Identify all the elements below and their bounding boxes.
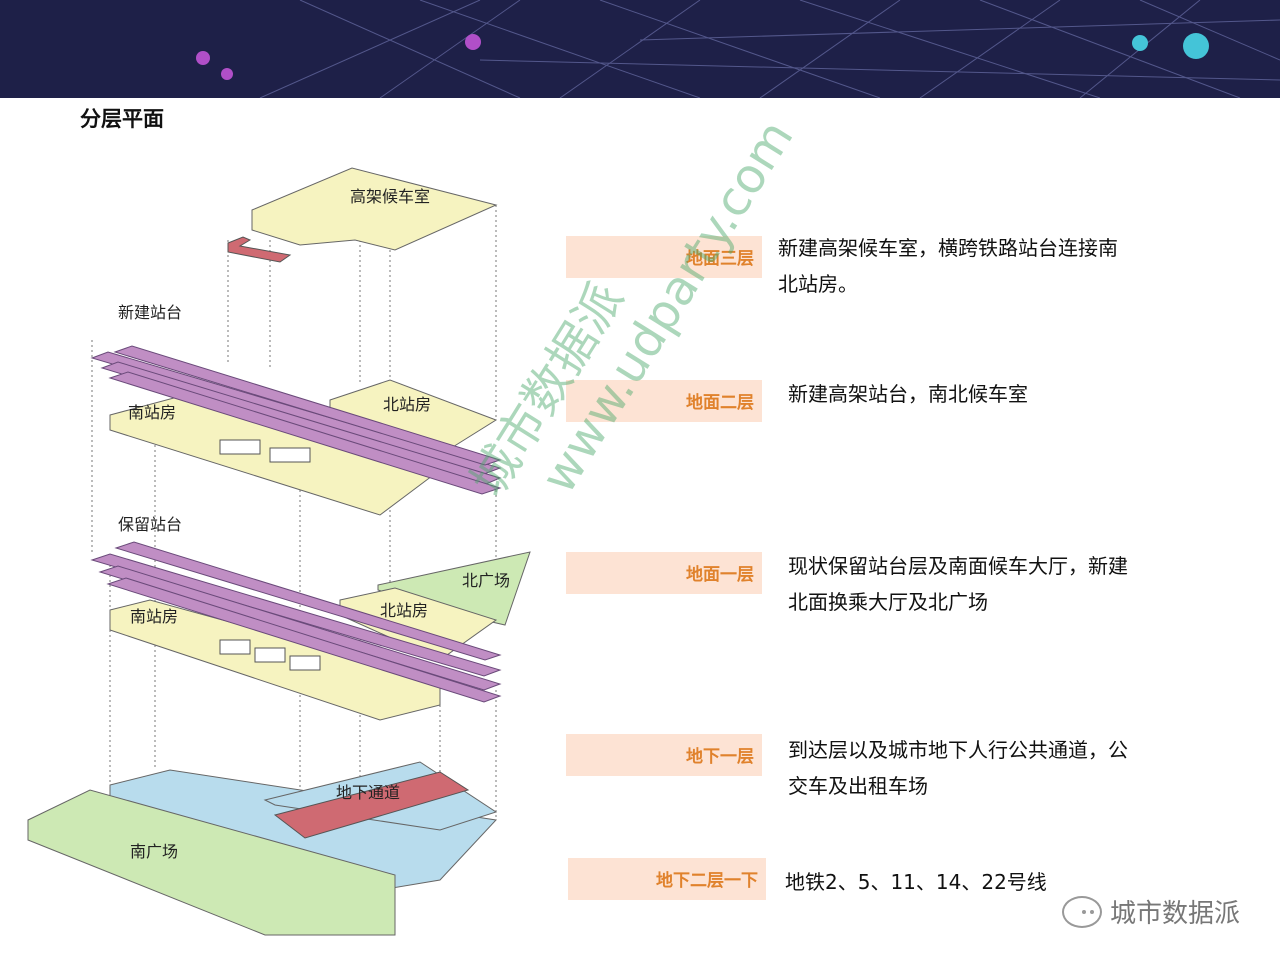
label-underground-passage: 地下通道 — [336, 783, 400, 802]
level-tag-ground-2: 地面二层 — [566, 380, 762, 422]
level-tag-basement-2: 地下二层一下 — [568, 858, 766, 900]
elevated-waiting-hall — [251, 167, 498, 251]
level-tag-basement-1: 地下一层 — [566, 734, 762, 776]
slide-title: 分层平面 — [80, 107, 164, 131]
label-south-station-level2: 南站房 — [128, 403, 176, 422]
level-desc-ground-3: 新建高架候车室，横跨铁路站台连接南 北站房。 — [778, 236, 1118, 296]
label-new-platform: 新建站台 — [118, 303, 182, 322]
label-south-plaza: 南广场 — [130, 842, 178, 861]
label-kept-platform: 保留站台 — [118, 515, 182, 534]
new-platform-tracks — [90, 345, 502, 495]
label-north-station-level2: 北站房 — [383, 395, 431, 414]
level-desc-basement-2: 地铁2、5、11、14、22号线 — [785, 870, 1047, 894]
layer-diagram: 高架候车室 新建站台 南站房 北站房 保留站台 北广场 南站房 北站房 地下通道… — [27, 167, 531, 936]
wechat-icon — [1061, 895, 1102, 928]
south-plaza — [27, 789, 396, 936]
label-north-plaza: 北广场 — [462, 571, 510, 590]
level-tag-ground-3: 地面三层 — [566, 236, 762, 278]
level-desc-ground-2: 新建高架站台，南北候车室 — [788, 382, 1028, 406]
footer-brand-text: 城市数据派 — [1109, 899, 1240, 929]
label-elevated-waiting-hall: 高架候车室 — [350, 187, 430, 206]
level-tag-ground-1: 地面一层 — [566, 552, 762, 594]
label-north-station-level1: 北站房 — [380, 601, 428, 620]
underground-tunnel-band — [273, 771, 470, 839]
south-station-level1-openings — [219, 639, 321, 671]
level-desc-basement-1: 到达层以及城市地下人行公共通道，公 交车及出租车场 — [788, 738, 1128, 798]
header-banner — [0, 0, 1280, 98]
label-south-station-level1: 南站房 — [130, 607, 178, 626]
level-desc-ground-1: 现状保留站台层及南面候车大厅，新建 北面换乘大厅及北广场 — [788, 554, 1128, 614]
kept-platform-tracks — [90, 541, 502, 703]
footer-brand: 城市数据派 — [1061, 893, 1240, 930]
connector-bracket — [227, 236, 292, 263]
south-station-level2-openings — [219, 439, 311, 463]
